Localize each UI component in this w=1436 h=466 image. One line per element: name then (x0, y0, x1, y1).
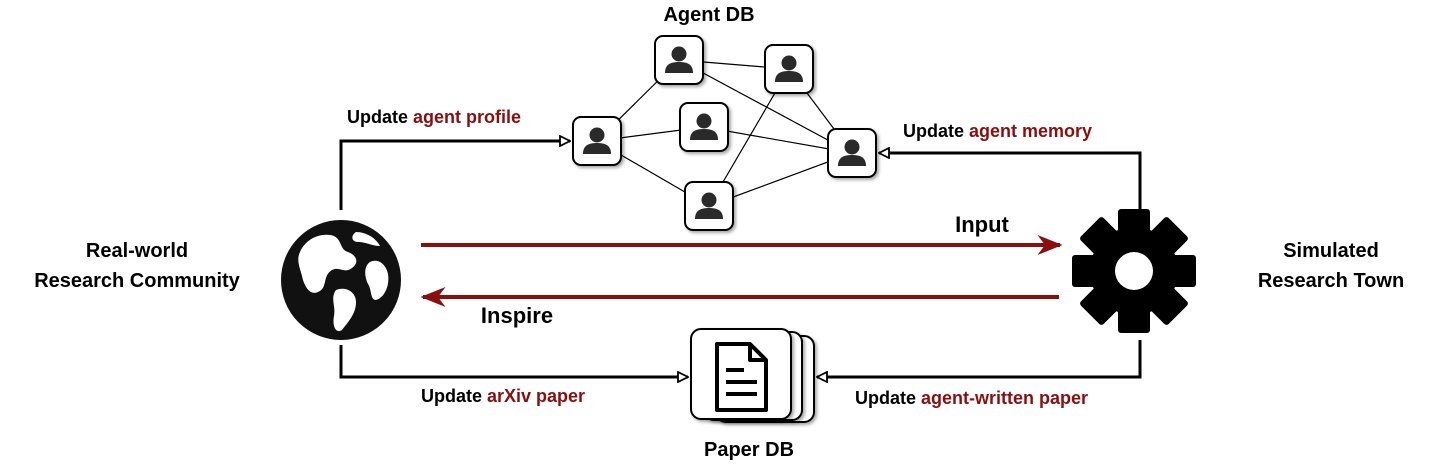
update-arxiv-label: Update arXiv paper (421, 386, 585, 406)
left-node-label-line2: Research Community (34, 270, 240, 292)
document-icon (715, 342, 768, 412)
update-memory-connector (879, 153, 1142, 213)
update-written-label: Update agent-written paper (855, 388, 1088, 408)
person-icon (679, 102, 729, 152)
paper-db-title: Paper DB (704, 439, 794, 461)
person-icon (654, 35, 704, 85)
person-icon (572, 116, 622, 166)
update-profile-label: Update agent profile (347, 107, 521, 127)
inspire-label: Inspire (481, 303, 553, 328)
right-node-label-line1: Simulated (1283, 240, 1379, 262)
gear-icon (1072, 209, 1196, 333)
agent-db-title: Agent DB (663, 4, 754, 26)
person-icon (684, 181, 734, 231)
globe-icon (281, 220, 401, 340)
person-icon (764, 44, 814, 94)
agent-db (572, 35, 877, 231)
update-written-connector (817, 340, 1142, 377)
update-profile-connector (339, 141, 570, 210)
paper-db (690, 328, 815, 423)
update-arxiv-connector (339, 345, 688, 377)
input-label: Input (955, 212, 1009, 237)
left-node-label-line1: Real-world (86, 240, 188, 262)
update-memory-label: Update agent memory (903, 121, 1092, 141)
network-edge (678, 59, 853, 154)
right-node-label-line2: Research Town (1258, 270, 1404, 292)
person-icon (827, 128, 877, 178)
